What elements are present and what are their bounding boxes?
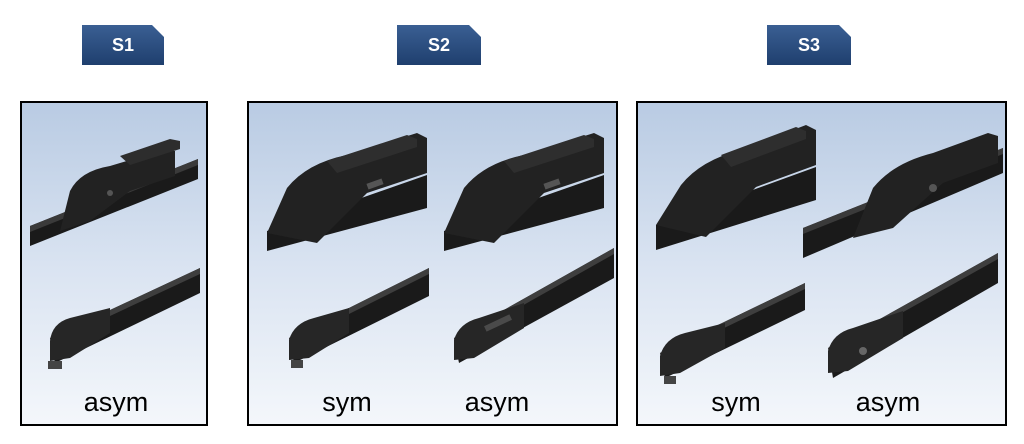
- section-tag-label: S1: [111, 34, 135, 55]
- panel-s3: sym asym: [636, 101, 1007, 426]
- section-tag-s3: S3: [767, 25, 851, 65]
- wiper-blade-end-image: [454, 248, 614, 363]
- blade-type-label: asym: [464, 387, 530, 417]
- wiper-blade-adapter-image: [444, 133, 604, 251]
- blade-type-label: sym: [322, 387, 372, 417]
- blade-type-label: sym: [711, 387, 761, 417]
- wiper-blade-end-image: [289, 268, 429, 368]
- blade-type-label: asym: [855, 387, 921, 417]
- panel-s2: sym asym: [247, 101, 618, 426]
- panel-s1: asym: [20, 101, 208, 426]
- section-tag-label: S2: [427, 34, 451, 55]
- wiper-blade-adapter-image: [30, 139, 198, 246]
- section-tag-s1: S1: [82, 25, 164, 65]
- wiper-blade-end-image: [660, 283, 805, 384]
- wiper-blade-adapter-image: [267, 133, 427, 251]
- section-tag-label: S3: [797, 34, 821, 55]
- wiper-blade-end-image: [828, 253, 998, 378]
- blade-type-label: asym: [83, 387, 149, 417]
- wiper-blade-end-image: [48, 268, 200, 369]
- wiper-blade-adapter-image: [656, 125, 816, 250]
- wiper-blade-adapter-image: [803, 133, 1003, 258]
- section-tag-s2: S2: [397, 25, 481, 65]
